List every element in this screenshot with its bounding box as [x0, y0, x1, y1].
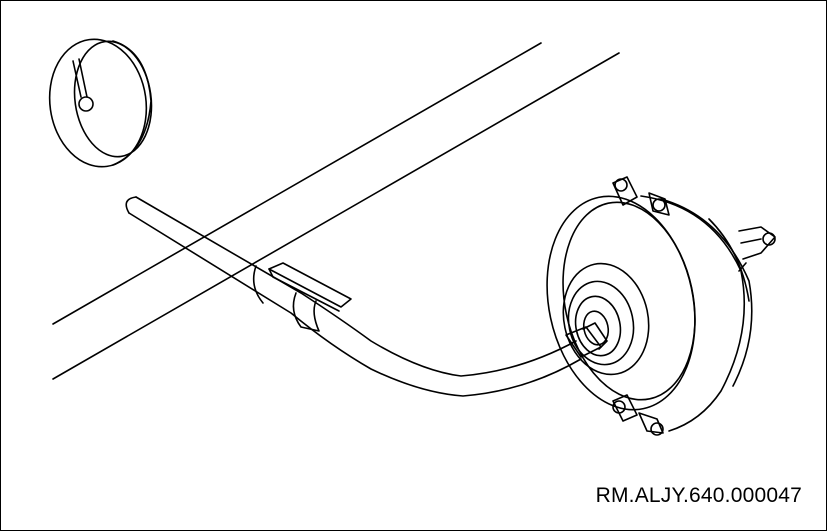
brake-chamber: [546, 195, 753, 432]
clevis-yoke: [738, 226, 776, 272]
axle-beam: [52, 42, 620, 380]
bleed-cap-inset: [48, 38, 153, 168]
diaphragm-clamp-ring: [612, 176, 670, 436]
hose-fitting: [565, 322, 608, 358]
pin-icon: [72, 58, 94, 112]
figure-reference-code: RM.ALJY.640.000047: [595, 484, 802, 507]
brake-line-hose: [125, 196, 582, 397]
hose-clamp: [268, 262, 352, 332]
